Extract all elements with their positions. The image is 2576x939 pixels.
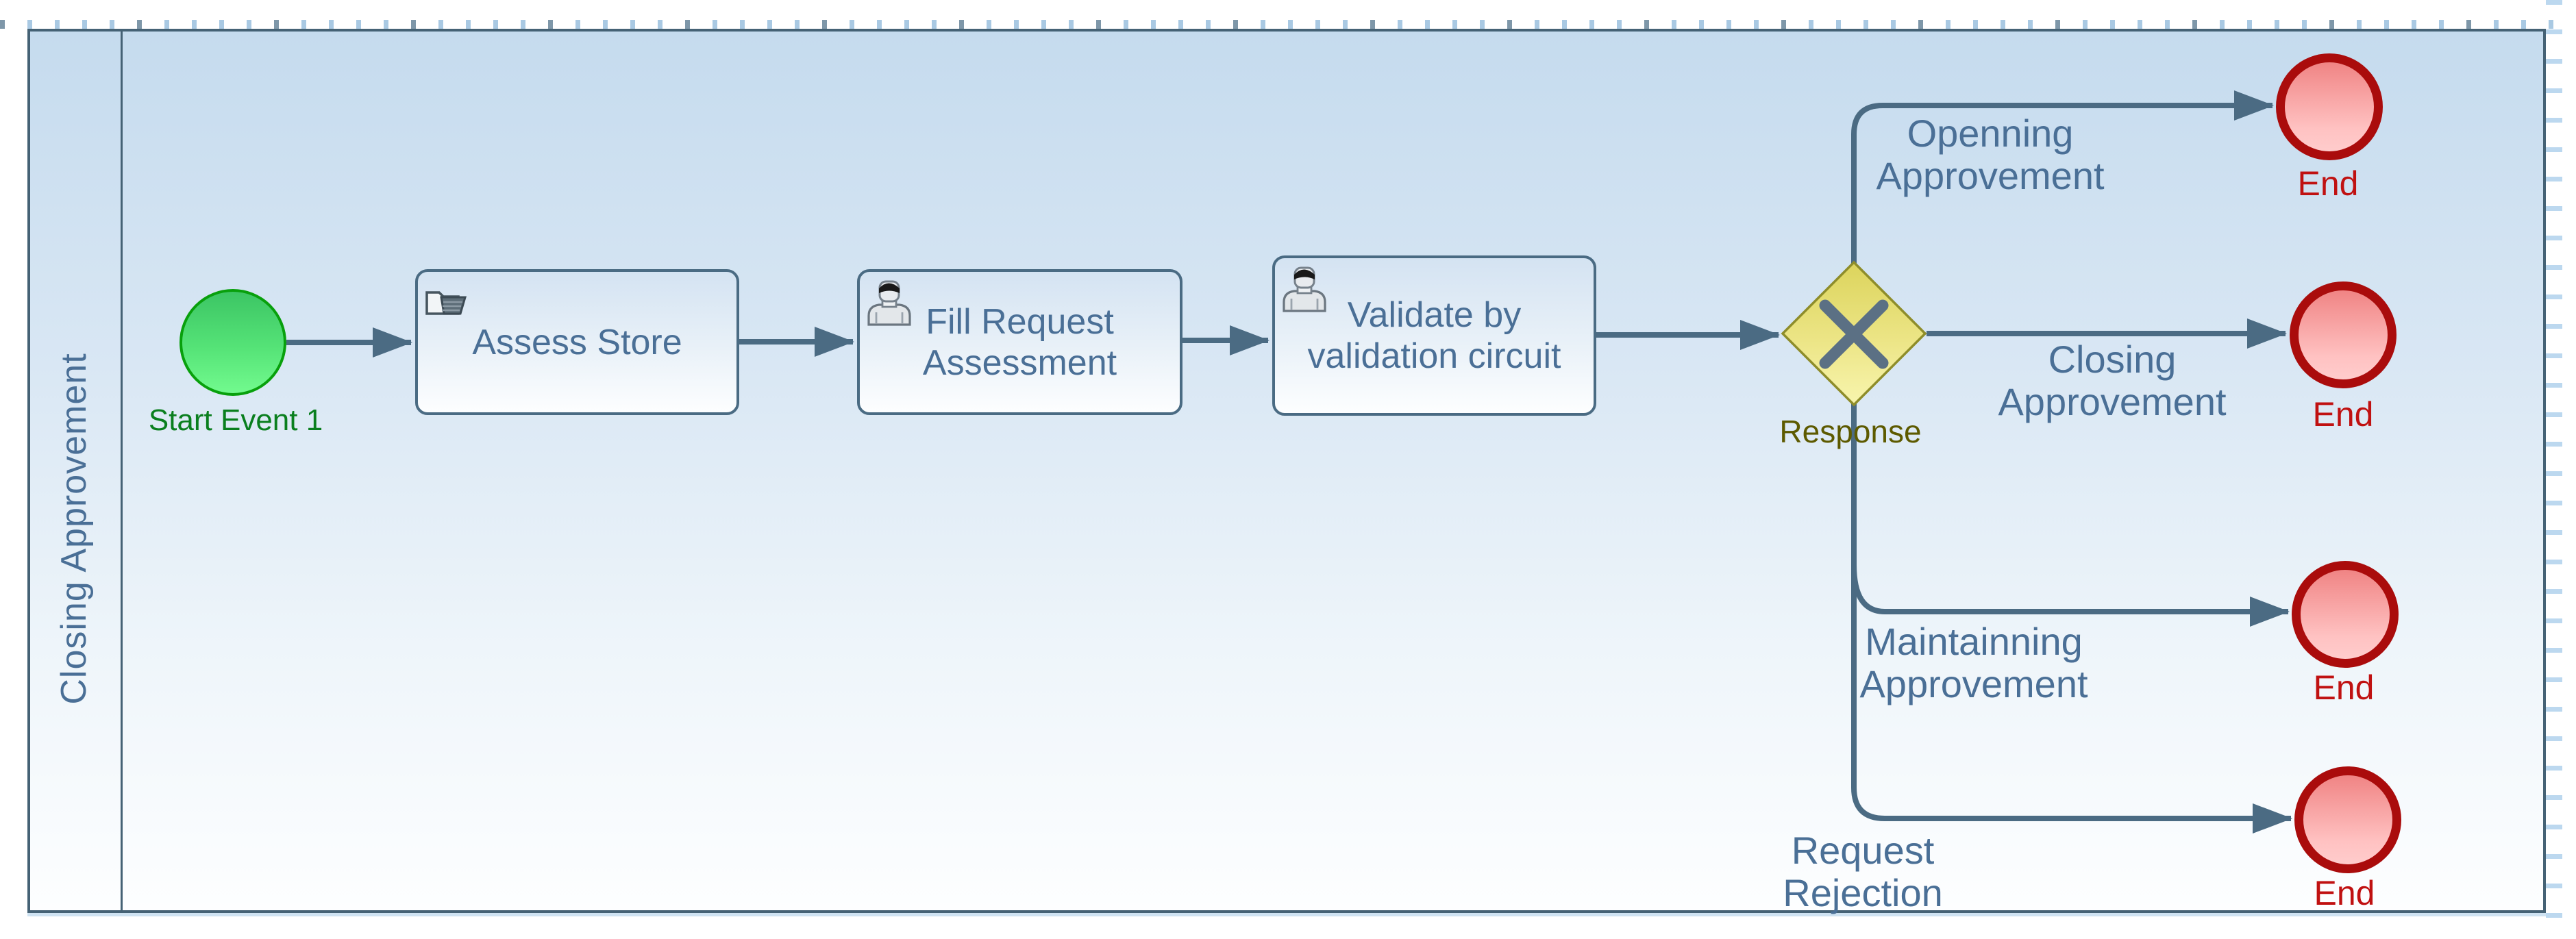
branch-label-closing-approvement: Closing Approvement <box>1998 338 2227 423</box>
end-event-2[interactable] <box>2290 281 2397 388</box>
task-assess-store[interactable]: Assess Store <box>415 269 739 415</box>
end-event-label: End <box>2313 668 2375 707</box>
gateway-label: Response <box>1779 414 1922 449</box>
task-validate-by-validation-circuit[interactable]: Validate by validation circuit <box>1272 255 1596 416</box>
pool-closing-approvement[interactable] <box>27 29 2546 913</box>
flow-gateway-to-end-1[interactable] <box>1851 90 2274 265</box>
start-event[interactable] <box>179 289 286 396</box>
flow-gateway-to-end-4[interactable] <box>1851 403 2292 834</box>
right-ruler-ticks <box>2546 0 2562 939</box>
end-event-4[interactable] <box>2294 766 2401 873</box>
task-label: Validate by validation circuit <box>1307 295 1561 376</box>
task-label: Fill Request Assessment <box>922 301 1117 383</box>
task-fill-request-assessment[interactable]: Fill Request Assessment <box>857 269 1182 415</box>
branch-label-openning-approvement: Openning Approvement <box>1876 112 2105 197</box>
branch-label-request-rejection: Request Rejection <box>1783 829 1943 914</box>
user-icon <box>1280 263 1328 312</box>
branch-label-maintainning-approvement: Maintainning Approvement <box>1859 620 2088 705</box>
end-event-label: End <box>2312 395 2374 434</box>
user-icon <box>865 277 913 326</box>
start-event-label: Start Event 1 <box>148 403 323 437</box>
folder-icon <box>423 286 469 317</box>
pool-bottom-highlight <box>27 913 2546 916</box>
top-ruler-ticks <box>0 20 2576 29</box>
task-label: Assess Store <box>472 322 682 362</box>
flow-gateway-to-end-3[interactable] <box>1851 564 2290 627</box>
end-event-label: End <box>2297 164 2359 203</box>
end-event-1[interactable] <box>2276 53 2383 160</box>
lane-divider <box>121 32 123 910</box>
end-event-label: End <box>2314 874 2375 912</box>
x-marker <box>1819 299 1889 369</box>
end-event-3[interactable] <box>2292 561 2399 668</box>
exclusive-gateway[interactable] <box>1780 260 1928 408</box>
